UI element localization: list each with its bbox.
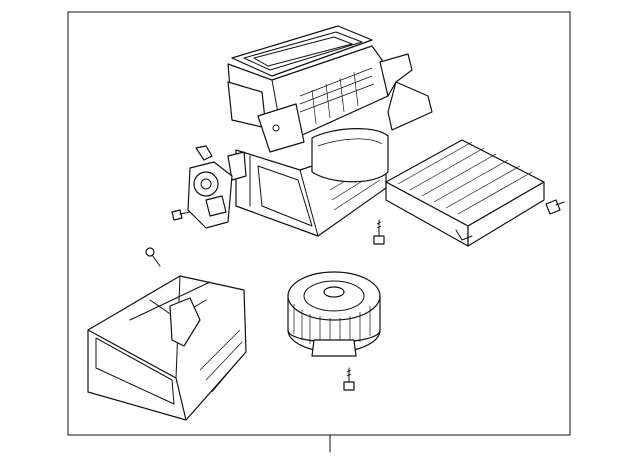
screw-upper-left — [145, 247, 161, 267]
bolt-left — [171, 209, 191, 221]
blower-motor — [287, 271, 381, 357]
bolt-right — [545, 199, 565, 215]
blower-housing — [87, 275, 247, 421]
bolt-center — [373, 219, 385, 245]
cabin-air-filter — [385, 139, 545, 247]
diagram-frame — [67, 11, 571, 453]
heater-case — [227, 25, 433, 237]
resistor-actuator — [187, 145, 233, 229]
bolt-motor — [343, 367, 355, 391]
